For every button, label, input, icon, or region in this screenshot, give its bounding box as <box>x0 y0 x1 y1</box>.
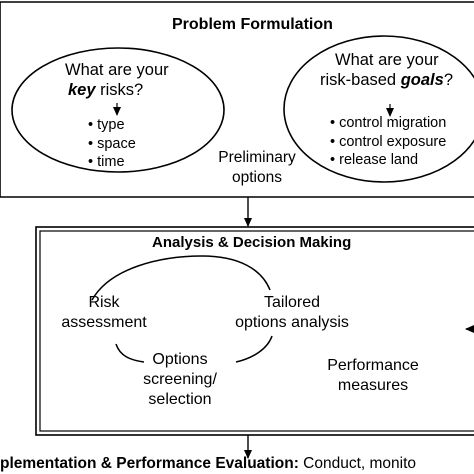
tailored-line1: Tailored <box>263 294 321 311</box>
key-risks-ellipse <box>11 47 225 173</box>
problem-box <box>0 1 474 198</box>
preliminary-line2: options <box>232 169 282 186</box>
options-line2: screening/ <box>143 371 217 388</box>
key-bullets: type space time <box>88 116 136 172</box>
performance-line2: measures <box>337 377 409 394</box>
cycle-arc-bottom-left <box>115 343 145 363</box>
performance-line1: Performance <box>327 357 419 374</box>
implementation-line: plementation & Performance Evaluation: C… <box>0 456 474 472</box>
goals-question-pre: risk-based <box>320 71 401 89</box>
goals-word: goals <box>400 71 444 89</box>
options-line1: Options <box>152 351 208 368</box>
goals-question-line1: What are your <box>335 51 439 69</box>
goals-bullet: control exposure <box>330 133 446 152</box>
implementation-title: plementation & Performance Evaluation: <box>0 456 299 472</box>
key-bullet: type <box>88 116 136 135</box>
cycle-arc-top <box>91 255 271 301</box>
cycle-arc-bottom-right <box>235 335 273 363</box>
risk-line2: assessment <box>61 314 147 331</box>
options-line3: selection <box>148 391 212 408</box>
risk-line1: Risk <box>88 294 120 311</box>
preliminary-line1: Preliminary <box>218 149 296 166</box>
goals-bullet: release land <box>330 151 446 170</box>
goals-question-rest: ? <box>443 71 453 89</box>
key-bullet: space <box>88 135 136 154</box>
goals-question-line2: risk-based goals? <box>320 72 453 89</box>
analysis-title: Analysis & Decision Making <box>152 234 352 251</box>
analysis-box-outer <box>35 226 474 436</box>
key-question-line1: What are your <box>65 61 169 79</box>
key-bullet: time <box>88 153 136 172</box>
implementation-text: Conduct, monito <box>298 456 417 472</box>
tailored-line2: options analysis <box>235 314 349 331</box>
analysis-box-inner <box>39 230 474 432</box>
goals-bullet: control migration <box>330 114 446 133</box>
key-word: key <box>68 81 96 99</box>
goals-bullets: control migration control exposure relea… <box>330 114 446 170</box>
problem-title: Problem Formulation <box>172 16 333 33</box>
key-question-line2: key risks? <box>68 82 143 99</box>
goals-ellipse <box>283 35 474 183</box>
key-question-rest: risks? <box>95 81 144 99</box>
